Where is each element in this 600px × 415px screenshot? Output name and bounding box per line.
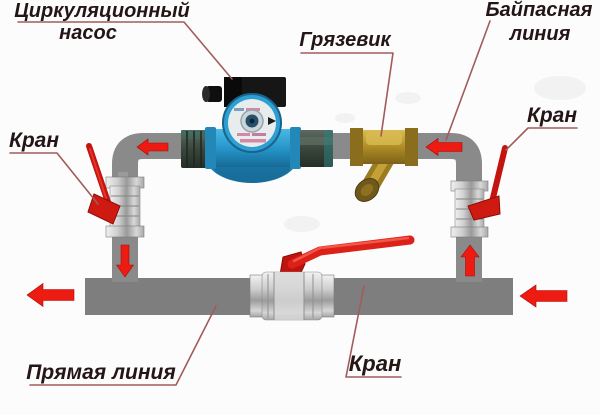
leader-strainer <box>300 52 394 137</box>
pump-flange-left <box>205 127 216 169</box>
strainer-highlight <box>366 132 402 145</box>
dirt-strainer <box>350 128 418 202</box>
pump-flange-right <box>290 127 301 169</box>
valve-left-stem <box>118 172 128 181</box>
leader-lines <box>9 20 578 386</box>
leader-valve-right <box>505 127 578 151</box>
leader-pump <box>17 21 233 80</box>
valve-right-collar-bottom <box>450 226 489 238</box>
leader-valve-main <box>345 285 402 378</box>
label-bypass-line1: Байпасная <box>486 0 593 21</box>
pump-cable-gland-cap <box>202 86 210 102</box>
pump-union-right-band <box>300 137 333 145</box>
background-smudges <box>284 76 586 232</box>
circulation-pump <box>181 77 333 183</box>
flow-arrow-bypass-right <box>425 137 463 157</box>
valve-right-handle-rod <box>489 145 508 205</box>
flow-arrow-left-riser-down <box>115 244 135 278</box>
flow-arrow-main-inlet <box>519 284 568 308</box>
pump-union-left-ridges <box>186 131 202 167</box>
valve-main-ridges <box>267 272 314 320</box>
pump-dial-dot <box>249 118 255 124</box>
valve-main-hex <box>274 272 304 320</box>
label-strainer: Грязевик <box>299 29 391 51</box>
smudge <box>284 216 320 232</box>
smudge <box>534 76 586 100</box>
label-valve-right: Кран <box>527 104 577 127</box>
label-valve-main: Кран <box>349 351 402 376</box>
flow-arrow-bypass-left <box>136 138 169 156</box>
valve-right <box>450 145 508 238</box>
valve-main-handle-highlight <box>292 236 410 263</box>
strainer-nut-right <box>405 128 418 166</box>
leader-bypass <box>445 20 491 141</box>
valve-left-collar-bottom <box>105 225 145 238</box>
valve-right-handle-grip <box>467 195 501 221</box>
valve-left-handle-highlight <box>89 148 107 199</box>
strainer-cap <box>354 178 380 202</box>
valve-main-handle-rod <box>287 235 415 269</box>
pump-union-right-sheen <box>324 130 333 167</box>
flow-arrows <box>26 137 568 308</box>
strainer-nut-left <box>350 128 363 166</box>
smudge <box>395 92 421 104</box>
leader-direct-line <box>29 305 217 386</box>
flow-arrow-main-outlet <box>26 282 75 308</box>
label-bypass-line2: линия <box>509 23 571 45</box>
valve-main <box>249 235 415 321</box>
label-direct-line: Прямая линия <box>26 361 175 384</box>
label-valve-left: Кран <box>9 129 59 152</box>
smudge <box>335 113 355 123</box>
label-circulation-pump-line1: Циркуляционный <box>14 0 190 22</box>
label-circulation-pump-line2: насос <box>59 22 117 44</box>
pump-cable-gland <box>206 86 222 102</box>
leader-valve-left <box>9 152 99 205</box>
flow-arrow-right-riser-up <box>460 244 480 277</box>
